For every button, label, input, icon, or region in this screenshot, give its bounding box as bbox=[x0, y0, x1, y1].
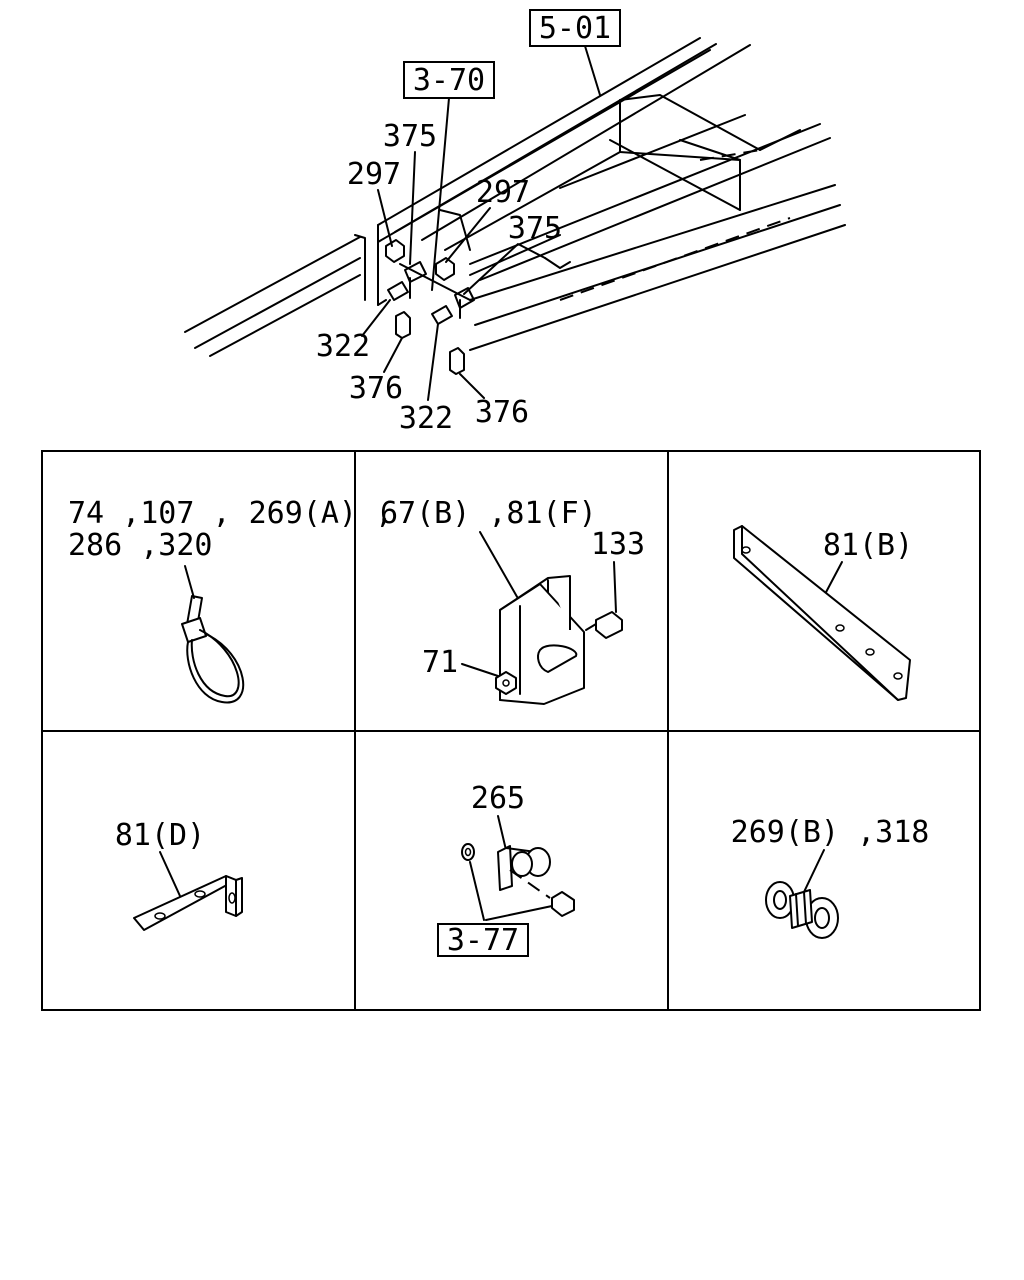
cell-flat-strap[interactable]: 81(B) bbox=[733, 525, 913, 701]
cell-bracket-assembly[interactable]: 67(B) ,81(F) 133 71 bbox=[380, 496, 645, 705]
callout-322-b: 322 bbox=[399, 401, 453, 436]
svg-text:5-01: 5-01 bbox=[539, 11, 611, 46]
cable-tie-label-line2: 286 ,320 bbox=[68, 528, 213, 563]
ref-box-5-01[interactable]: 5-01 bbox=[529, 9, 621, 47]
double-clip-label: 269(B) ,318 bbox=[731, 815, 930, 850]
parts-grid bbox=[41, 450, 981, 1011]
svg-text:3-77: 3-77 bbox=[447, 923, 519, 958]
double-clip-icon bbox=[765, 881, 839, 939]
bracket-icon bbox=[495, 575, 623, 705]
clip-icon bbox=[461, 843, 575, 917]
cell-double-clip[interactable]: 269(B) ,318 bbox=[731, 815, 930, 939]
callout-297-b: 297 bbox=[476, 175, 530, 210]
callout-376-a: 376 bbox=[349, 371, 403, 406]
callout-71: 71 bbox=[422, 645, 458, 680]
cell-angle-bracket[interactable]: 81(D) bbox=[115, 818, 243, 931]
cable-tie-label-line1: 74 ,107 , 269(A) , bbox=[68, 496, 393, 531]
strap-label: 81(B) bbox=[823, 528, 913, 563]
callout-376-b: 376 bbox=[475, 395, 529, 430]
flat-strap-icon bbox=[733, 525, 911, 701]
callout-375-a: 375 bbox=[383, 119, 437, 154]
callout-297-a: 297 bbox=[347, 157, 401, 192]
ref-box-3-77[interactable]: 3-77 bbox=[437, 923, 529, 958]
frame-assembly-illustration bbox=[184, 37, 846, 375]
callout-133: 133 bbox=[591, 527, 645, 562]
bracket-label: 67(B) ,81(F) bbox=[380, 496, 597, 531]
cell-cable-tie[interactable]: 74 ,107 , 269(A) , 286 ,320 bbox=[68, 496, 393, 704]
ref-box-3-70[interactable]: 3-70 bbox=[403, 61, 495, 99]
cell-clip-assembly[interactable]: 265 3-77 bbox=[437, 781, 575, 958]
clip-label: 265 bbox=[471, 781, 525, 816]
angle-bracket-label: 81(D) bbox=[115, 818, 205, 853]
cable-tie-icon bbox=[181, 595, 245, 704]
angle-bracket-icon bbox=[133, 875, 243, 931]
svg-text:3-70: 3-70 bbox=[413, 63, 485, 98]
callout-375-b: 375 bbox=[508, 211, 562, 246]
callout-322-a: 322 bbox=[316, 329, 370, 364]
